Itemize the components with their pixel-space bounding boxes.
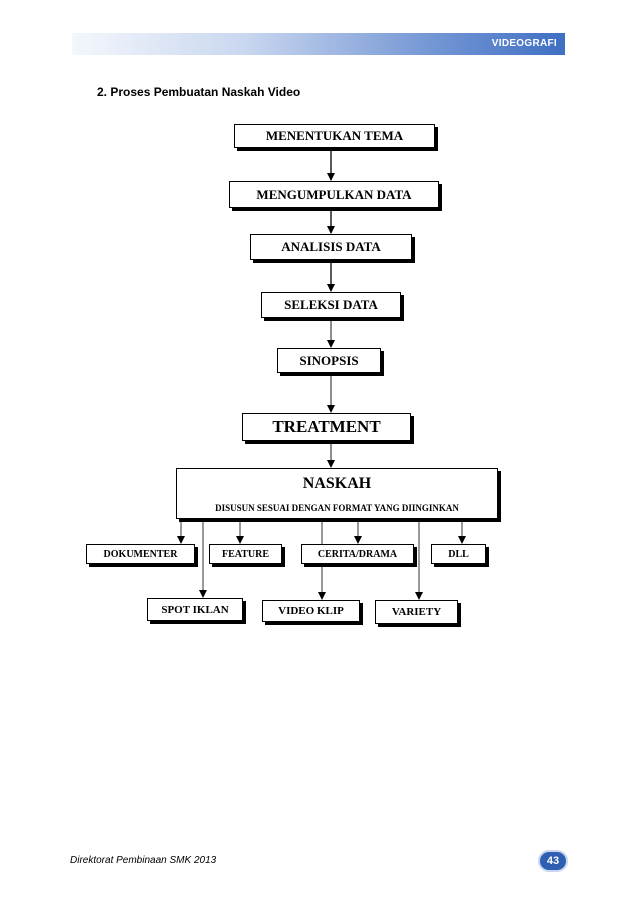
naskah-box: NASKAH DISUSUN SESUAI DENGAN FORMAT YANG…: [176, 468, 498, 519]
header-title: VIDEOGRAFI: [491, 38, 557, 49]
format-arrows: [177, 519, 466, 600]
page-number-badge: 43: [538, 850, 568, 872]
step-mengumpulkan-data: MENGUMPULKAN DATA: [229, 181, 439, 208]
format-spot-iklan: SPOT IKLAN: [147, 598, 243, 621]
naskah-title: NASKAH: [302, 475, 372, 492]
format-dokumenter: DOKUMENTER: [86, 544, 195, 564]
footer-text: Direktorat Pembinaan SMK 2013: [70, 855, 217, 866]
format-feature: FEATURE: [209, 544, 282, 564]
format-cerita-drama: CERITA/DRAMA: [301, 544, 414, 564]
step-menentukan-tema: MENENTUKAN TEMA: [234, 124, 435, 148]
step-treatment: TREATMENT: [242, 413, 411, 441]
header-bar: VIDEOGRAFI: [72, 33, 565, 55]
format-dll: DLL: [431, 544, 486, 564]
section-title: 2. Proses Pembuatan Naskah Video: [97, 85, 301, 99]
step-analisis-data: ANALISIS DATA: [250, 234, 412, 260]
naskah-subtitle: DISUSUN SESUAI DENGAN FORMAT YANG DIINGI…: [215, 503, 459, 513]
step-sinopsis: SINOPSIS: [277, 348, 381, 373]
format-variety: VARIETY: [375, 600, 458, 624]
format-video-klip: VIDEO KLIP: [262, 600, 360, 622]
step-seleksi-data: SELEKSI DATA: [261, 292, 401, 318]
